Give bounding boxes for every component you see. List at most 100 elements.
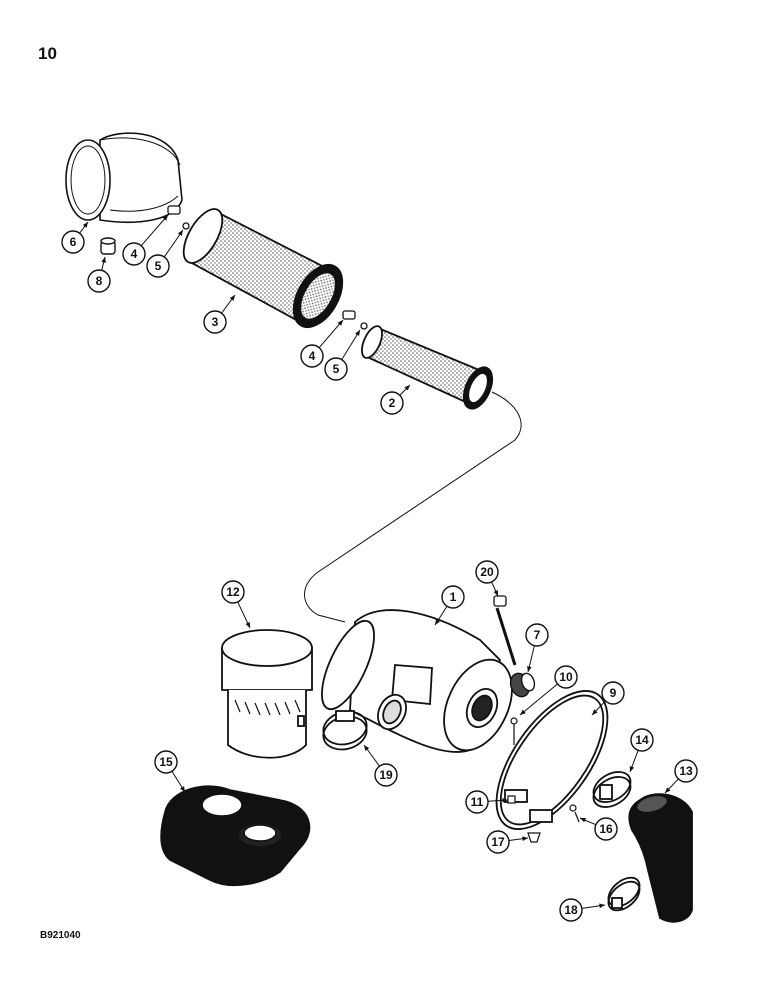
hose-clamp-18-part [607,876,641,912]
callout-washer: 5 [146,229,184,278]
callout-arrowhead [592,709,598,715]
callout-number: 5 [333,362,340,376]
callout-dust-valve: 8 [87,256,111,293]
callout-arrowhead [162,215,168,221]
wing-nut-washer-lower [342,310,368,330]
callout-arrowhead [364,745,370,751]
callout-arrowhead [101,257,106,263]
callout-leader [519,683,558,716]
air-cleaner-housing-part [321,609,513,753]
callout-wing-nut: 4 [122,214,169,266]
callout-number: 6 [70,235,77,249]
callout-arrowhead [502,798,508,803]
callout-number: 3 [212,315,219,329]
callout-arrowhead [355,330,360,336]
callout-number: 19 [379,768,393,782]
callout-air-cleaner-housing: 1 [434,585,465,626]
callout-leader [318,319,344,348]
callout-circle [154,750,178,774]
callout-circle [61,230,85,254]
callout-circle [525,623,549,647]
callout-number: 10 [559,670,573,684]
callout-number: 7 [534,628,541,642]
callout-circle [554,665,578,689]
callout-arrowhead [665,787,671,793]
callout-washer: 5 [324,329,361,381]
callout-end-cover: 6 [61,221,89,254]
callout-arrowhead [404,385,410,391]
callout-arrowhead [229,295,235,301]
callout-nut: 17 [486,830,529,854]
callout-number: 13 [679,764,693,778]
callout-number: 2 [389,396,396,410]
callout-arrowhead [180,786,185,792]
callout-circle [674,759,698,783]
callout-circle [146,254,170,278]
callout-arrowhead [599,903,605,909]
callout-circle [87,269,111,293]
callout-circle [475,560,499,584]
callout-number: 16 [599,822,613,836]
callout-wing-nut: 4 [300,319,344,368]
figure-code: B921040 [40,930,81,941]
end-cover-part [65,132,183,223]
callout-fitting: 7 [525,623,549,673]
callout-arrowhead [435,619,440,625]
callout-leader [341,329,361,360]
callout-circle [559,898,583,922]
callout-screw: 16 [579,817,618,841]
callout-number: 20 [480,565,494,579]
callout-circle [380,391,404,415]
callout-nut: 11 [465,790,509,814]
dust-valve-part [100,237,116,255]
callout-number: 12 [226,585,240,599]
mounting-band-part [495,690,609,830]
callout-circle [486,830,510,854]
callout-hose-clamp: 19 [363,744,398,787]
fitting-part [509,672,536,698]
callout-number: 17 [491,835,505,849]
callout-hose-clamp: 14 [629,728,654,773]
callout-arrowhead [629,766,635,772]
callout-number: 14 [635,733,649,747]
callout-number: 8 [96,274,103,288]
page-number: 10 [38,44,57,63]
hose-clamp-19-part [322,710,368,751]
callout-arrowhead [580,818,586,823]
callout-number: 9 [610,686,617,700]
restriction-indicator-part [493,595,517,666]
callout-number: 15 [159,755,173,769]
callout-inner-filter-element: 2 [380,384,411,415]
callout-circle [324,357,348,381]
callout-arrowhead [177,230,183,236]
callout-circle [374,763,398,787]
callout-precleaner: 12 [221,580,251,629]
callout-circle [465,790,489,814]
callout-arrowhead [337,320,343,326]
inner-filter-element-part [361,325,494,410]
callout-bolt: 10 [519,665,578,716]
callout-outer-filter-element: 3 [203,294,236,334]
callout-number: 11 [471,795,484,809]
callout-arrowhead [527,666,532,672]
callout-circle [300,344,324,368]
outlet-hose-part [628,793,693,923]
intake-adapter-part [160,785,311,887]
callout-hose-clamp: 18 [559,898,606,922]
callout-circle [122,242,146,266]
callout-intake-adapter: 15 [154,750,186,793]
wing-nut-washer-upper [167,205,190,230]
callout-arrowhead [493,590,498,596]
callout-number: 5 [155,259,162,273]
callout-number: 18 [564,903,578,917]
callout-circle [601,681,625,705]
callout-circle [221,580,245,604]
hose-clamp-14-part [592,771,632,808]
callout-number: 4 [309,349,316,363]
callout-number: 1 [450,590,457,604]
small-hardware-parts [507,717,580,843]
callout-circle [203,310,227,334]
